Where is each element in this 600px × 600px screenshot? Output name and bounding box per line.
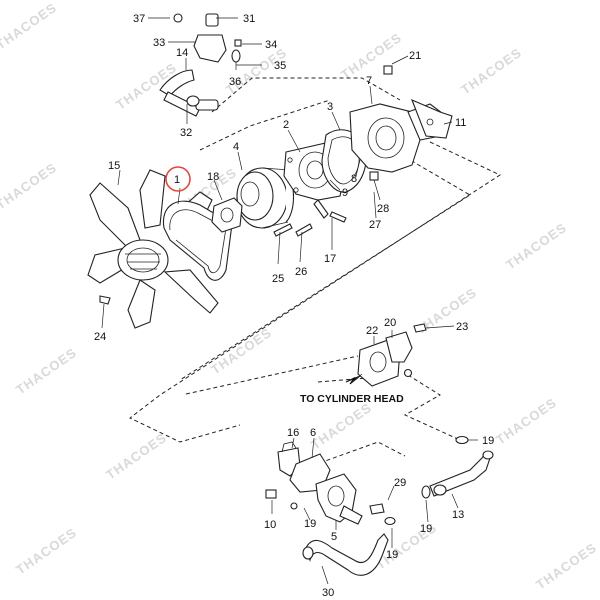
callout-1: 1 — [174, 174, 180, 186]
callout-21: 21 — [409, 50, 421, 62]
watermark: THACOES — [0, 160, 60, 213]
watermark: THACOES — [208, 325, 274, 378]
lower-hose — [421, 435, 494, 499]
fan-spacer — [211, 197, 243, 233]
callout-19: 19 — [420, 523, 432, 535]
callout-37: 37 — [133, 13, 145, 25]
callout-8: 8 — [351, 173, 357, 185]
callout-22: 22 — [366, 325, 378, 337]
callout-5: 5 — [331, 531, 337, 543]
callout-30: 30 — [322, 587, 334, 599]
callout-11: 11 — [455, 117, 466, 129]
leader-lines — [101, 17, 478, 585]
callout-18: 18 — [207, 171, 219, 183]
callout-31: 31 — [243, 13, 255, 25]
watermark: THACOES — [103, 430, 169, 483]
callout-17: 17 — [324, 253, 336, 265]
callout-16: 16 — [287, 427, 299, 439]
watermark: THACOES — [493, 395, 559, 448]
watermark: THACOES — [308, 400, 374, 453]
callout-35: 35 — [274, 60, 286, 72]
callout-25: 25 — [272, 273, 284, 285]
callout-19: 19 — [304, 518, 316, 530]
caption-to-cylinder-head: TO CYLINDER HEAD — [300, 393, 404, 405]
highlight-ring — [165, 166, 191, 192]
watermark: THACOES — [13, 525, 79, 578]
callout-6: 6 — [310, 427, 316, 439]
bolts-upper — [99, 65, 393, 305]
callout-labels: 1 2 3 4 5 6 7 8 9 10 11 13 14 15 16 17 1… — [94, 13, 494, 599]
callout-7: 7 — [366, 75, 372, 87]
watermark: THACOES — [503, 220, 569, 273]
bypass-hose — [302, 533, 389, 576]
callout-19: 19 — [482, 435, 494, 447]
watermark: THACOES — [13, 345, 79, 398]
watermark: THACOES — [0, 0, 60, 52]
callout-27: 27 — [369, 219, 381, 231]
sensor-fittings — [159, 13, 242, 117]
callout-33: 33 — [153, 37, 165, 49]
callout-23: 23 — [456, 321, 468, 333]
bracket — [411, 98, 453, 139]
thermostat-assembly — [265, 441, 396, 526]
callout-24: 24 — [94, 331, 106, 343]
pulley — [236, 167, 295, 229]
callout-2: 2 — [283, 119, 289, 131]
callout-20: 20 — [384, 317, 396, 329]
thermostat-housing-upper — [357, 323, 427, 387]
callout-28: 28 — [377, 203, 389, 215]
watermark: THACOES — [458, 45, 524, 98]
callout-13: 13 — [452, 509, 464, 521]
watermark: THACOES — [533, 540, 599, 593]
callout-3: 3 — [327, 101, 333, 113]
callout-32: 32 — [180, 127, 192, 139]
callout-10: 10 — [264, 519, 276, 531]
callout-34: 34 — [265, 39, 277, 51]
callout-15: 15 — [108, 160, 120, 172]
callout-36: 36 — [229, 76, 241, 88]
callout-9: 9 — [342, 187, 348, 199]
cylinder-head-note: TO CYLINDER HEAD — [300, 373, 404, 405]
callout-19: 19 — [386, 549, 398, 561]
callout-14: 14 — [176, 47, 188, 59]
callout-29: 29 — [394, 477, 406, 489]
callout-26: 26 — [295, 266, 307, 278]
callout-4: 4 — [233, 141, 239, 153]
